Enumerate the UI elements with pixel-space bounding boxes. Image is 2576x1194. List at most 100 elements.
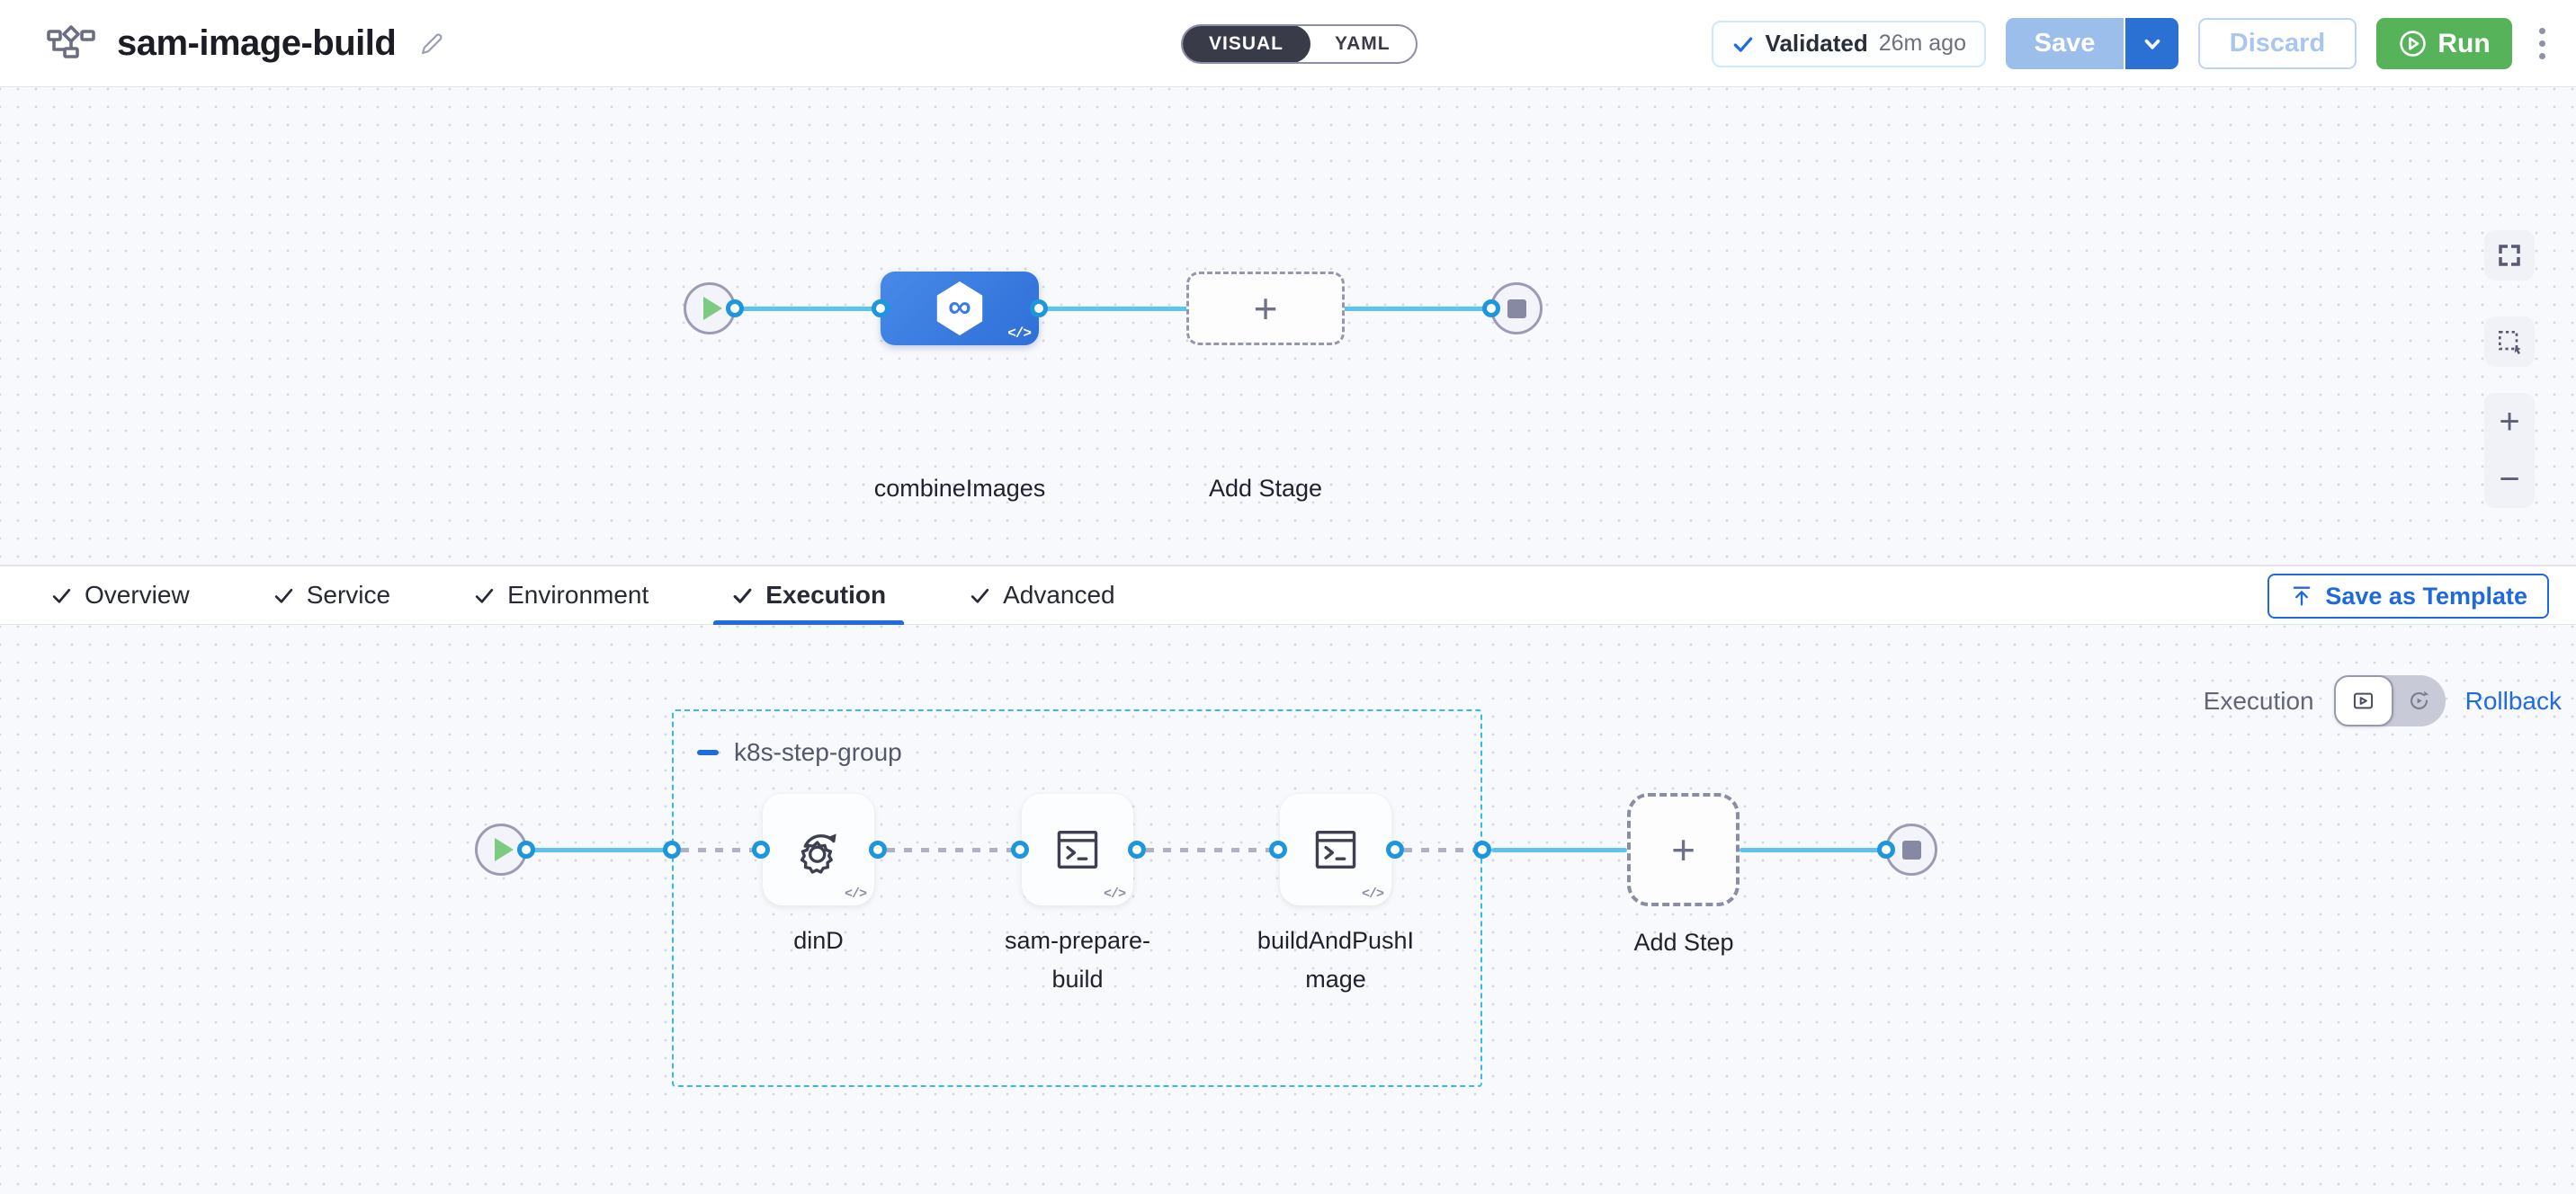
terminal-icon <box>1315 830 1356 869</box>
phase-toggle-row: Execution Rollback <box>2204 675 2562 726</box>
stop-icon <box>1507 298 1526 318</box>
save-split-button: Save <box>2006 18 2178 69</box>
save-button[interactable]: Save <box>2006 18 2124 69</box>
stage-config-tabs: Overview Service Environment Execution A… <box>0 566 2576 625</box>
step-out-port <box>1386 841 1404 859</box>
tab-check-icon <box>52 588 71 603</box>
execution-canvas[interactable]: Execution Rollback <box>0 625 2576 1194</box>
visual-mode-button[interactable]: VISUAL <box>1182 26 1311 62</box>
tab-check-icon <box>733 588 752 603</box>
page-title: sam-image-build <box>117 23 397 63</box>
step-group-header: k8s-step-group <box>697 738 902 767</box>
step-label: dinD <box>793 927 844 954</box>
add-stage-button[interactable]: + <box>1186 272 1345 345</box>
step-node-dind[interactable]: </> <box>763 794 874 905</box>
stage-out-port <box>1030 299 1048 317</box>
end-in-port <box>1482 299 1500 317</box>
add-step-button[interactable]: + <box>1627 793 1740 906</box>
phase-execution-label: Execution <box>2203 686 2314 715</box>
fullscreen-icon <box>2499 245 2520 266</box>
step-out-port <box>1128 841 1146 859</box>
add-step-label: Add Step <box>1633 929 1734 956</box>
step-node-buildandpushimage[interactable]: </> <box>1280 794 1391 905</box>
tab-check-icon <box>475 588 494 603</box>
run-play-icon <box>2400 31 2427 57</box>
run-button[interactable]: Run <box>2376 18 2512 69</box>
step-in-port <box>752 841 770 859</box>
execution-rollback-toggle <box>2333 675 2446 726</box>
group-in-port <box>663 841 681 859</box>
step-code-icon: </> <box>1361 887 1384 902</box>
step-code-icon: </> <box>844 887 867 902</box>
connector-line <box>1491 848 1627 852</box>
tab-overview[interactable]: Overview <box>50 566 190 624</box>
fullscreen-button[interactable] <box>2484 230 2535 281</box>
step-label: buildAndPushImage <box>1257 927 1415 994</box>
marquee-select-icon <box>2499 331 2521 355</box>
connector-dashed <box>681 848 753 852</box>
header: sam-image-build VISUAL YAML Validated 26… <box>0 0 2576 87</box>
stage-connector-line <box>735 307 1491 311</box>
edit-title-button[interactable] <box>417 30 446 58</box>
chain-hexagon-icon: ∞ <box>936 281 983 335</box>
stage-canvas[interactable]: ∞ </> + combineImages Add Stage <box>0 87 2576 566</box>
pencil-icon <box>422 33 443 54</box>
discard-button[interactable]: Discard <box>2198 18 2357 69</box>
start-out-port <box>726 299 744 317</box>
connector-dashed <box>1404 848 1474 852</box>
zoom-out-button[interactable]: − <box>2499 459 2520 499</box>
plus-icon: + <box>1253 285 1278 332</box>
multi-select-button[interactable] <box>2484 316 2535 367</box>
zoom-in-button[interactable]: + <box>2499 401 2520 441</box>
tab-execution[interactable]: Execution <box>713 566 904 625</box>
pipeline-flowchart-icon <box>47 24 95 58</box>
step-group-k8s[interactable]: k8s-step-group <box>672 709 1482 1087</box>
collapse-group-button[interactable] <box>697 750 719 755</box>
plus-icon: + <box>1671 826 1695 873</box>
step-in-port <box>1269 841 1287 859</box>
rollback-phase-button[interactable] <box>2393 689 2446 713</box>
stage-label: combineImages <box>873 475 1046 502</box>
connector-dashed <box>887 848 1012 852</box>
zoom-controls: + − <box>2484 393 2535 508</box>
check-icon <box>1733 36 1752 52</box>
yaml-mode-button[interactable]: YAML <box>1335 33 1391 54</box>
save-as-template-button[interactable]: Save as Template <box>2267 574 2549 619</box>
step-out-port <box>869 841 887 859</box>
stage-in-port <box>872 299 890 317</box>
group-out-port <box>1473 841 1491 859</box>
upload-icon <box>2294 586 2311 606</box>
tab-check-icon <box>970 588 989 603</box>
stop-icon <box>1901 840 1921 860</box>
validated-label: Validated <box>1765 30 1868 57</box>
connector-dashed <box>1146 848 1270 852</box>
more-options-button[interactable] <box>2532 22 2553 65</box>
chevron-down-icon <box>2144 39 2160 49</box>
start-play-icon <box>702 297 722 320</box>
validated-time: 26m ago <box>1878 31 1966 56</box>
step-node-sam-prepare-build[interactable]: </> <box>1022 794 1133 905</box>
save-options-button[interactable] <box>2124 18 2178 69</box>
header-actions: Validated 26m ago Save Discard Run <box>1711 0 2553 87</box>
validated-badge[interactable]: Validated 26m ago <box>1711 20 1986 67</box>
terminal-icon <box>1057 830 1098 869</box>
rollback-link[interactable]: Rollback <box>2464 686 2562 715</box>
docker-gear-icon <box>800 833 836 874</box>
stage-node-combineimages[interactable]: ∞ </> <box>881 272 1039 345</box>
connector-line <box>526 848 672 852</box>
visual-yaml-toggle: VISUAL YAML <box>1181 24 1418 64</box>
start-play-icon <box>494 838 514 861</box>
connector-line <box>1740 848 1886 852</box>
execution-phase-button[interactable] <box>2333 675 2393 726</box>
stage-code-icon: </> <box>1007 325 1032 342</box>
tab-check-icon <box>274 588 292 603</box>
tab-advanced[interactable]: Advanced <box>969 566 1115 624</box>
execution-start-node <box>475 824 527 876</box>
execution-steps-icon <box>2354 692 2374 709</box>
rollback-icon <box>2411 691 2429 709</box>
tab-environment[interactable]: Environment <box>473 566 648 624</box>
end-in-port <box>1877 841 1895 859</box>
step-group-name: k8s-step-group <box>734 738 902 766</box>
tab-service[interactable]: Service <box>273 566 390 624</box>
